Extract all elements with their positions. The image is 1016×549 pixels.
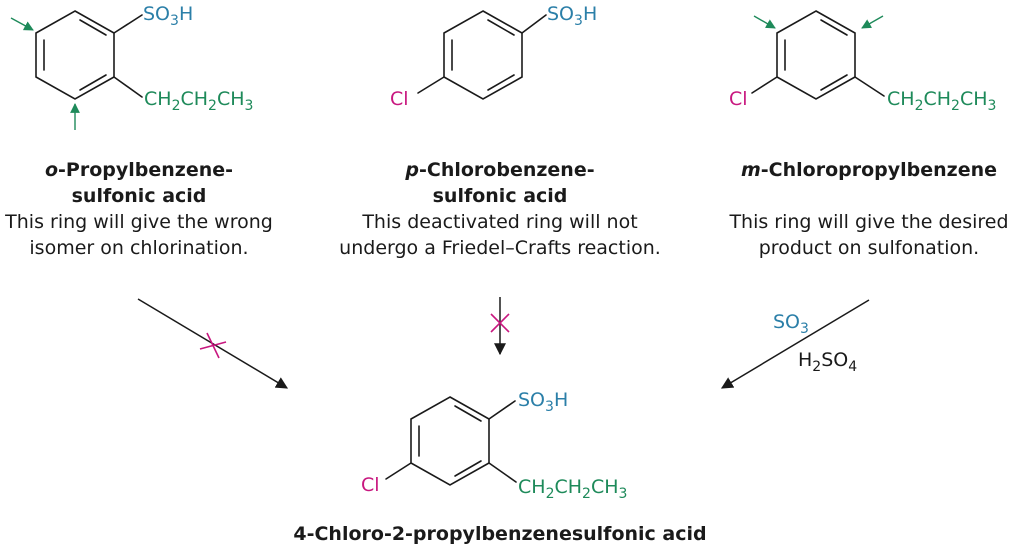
substituent-bond bbox=[488, 400, 516, 420]
chloro-label: Cl bbox=[361, 474, 380, 496]
compound-description: This deactivated ring will not bbox=[362, 211, 638, 233]
compound-name: m-Chloropropylbenzene bbox=[722, 157, 1016, 183]
structure-o-propylbenzenesulfonic-acid: SO3H CH2CH2CH3 bbox=[10, 3, 253, 130]
double-bond bbox=[79, 74, 107, 91]
structure-product: SO3H CH2CH2CH3 Cl bbox=[361, 389, 627, 502]
compound-name-cont: sulfonic acid bbox=[71, 185, 207, 207]
compound-description-cont: undergo a Friedel–Crafts reaction. bbox=[339, 237, 661, 259]
compound-name: o-Propylbenzene- bbox=[0, 157, 278, 183]
substituent-bond bbox=[751, 76, 778, 94]
cross-mark-icon bbox=[199, 332, 227, 359]
propyl-label: CH2CH2CH3 bbox=[887, 88, 996, 114]
sulfonic-acid-label: SO3H bbox=[143, 3, 193, 29]
substituent-bond bbox=[113, 76, 143, 98]
compound-caption-2: p-Chlorobenzene- sulfonic acid This deac… bbox=[324, 157, 676, 261]
chloro-label: Cl bbox=[729, 88, 748, 110]
attack-arrow-icon bbox=[861, 15, 884, 29]
double-bond bbox=[820, 19, 848, 36]
double-bond bbox=[454, 460, 482, 477]
compound-name: p-Chlorobenzene- bbox=[324, 157, 676, 183]
propyl-label: CH2CH2CH3 bbox=[518, 476, 627, 502]
benzene-ring bbox=[776, 10, 856, 100]
reaction-arrows: SO3 H2SO4 bbox=[137, 297, 870, 389]
substituent-bond bbox=[417, 76, 445, 94]
chloro-label: Cl bbox=[390, 88, 409, 110]
structure-p-chlorobenzenesulfonic-acid: SO3H Cl bbox=[390, 3, 597, 110]
locant-prefix: o bbox=[44, 159, 59, 181]
double-bond bbox=[820, 74, 848, 91]
structure-m-chloropropylbenzene: Cl CH2CH2CH3 bbox=[729, 10, 996, 114]
sulfonic-acid-label: SO3H bbox=[547, 3, 597, 29]
attack-arrow-icon bbox=[10, 17, 34, 31]
locant-prefix: m bbox=[740, 159, 761, 181]
benzene-ring bbox=[443, 10, 523, 100]
substituent-bond bbox=[854, 76, 885, 97]
compound-caption-1: o-Propylbenzene- sulfonic acid This ring… bbox=[0, 157, 278, 261]
double-bond bbox=[79, 19, 107, 36]
compound-description: This ring will give the desired bbox=[729, 211, 1009, 233]
substituent-bond bbox=[113, 14, 143, 34]
benzene-ring bbox=[410, 396, 490, 486]
sulfonation-arrow bbox=[720, 299, 870, 389]
cross-mark-icon bbox=[490, 313, 510, 333]
reagent-so3: SO3 bbox=[773, 311, 809, 337]
compound-caption-3: m-Chloropropylbenzene This ring will giv… bbox=[722, 157, 1016, 261]
locant-prefix: p bbox=[405, 159, 419, 181]
substituent-bond bbox=[488, 462, 517, 483]
propyl-label: CH2CH2CH3 bbox=[144, 88, 253, 114]
double-bond bbox=[487, 19, 515, 36]
substituent-bond bbox=[385, 462, 412, 480]
double-bond bbox=[487, 74, 515, 91]
sulfonic-acid-label: SO3H bbox=[518, 389, 568, 415]
benzene-ring bbox=[35, 10, 115, 100]
name-text: -Propylbenzene- bbox=[58, 159, 234, 181]
compound-name-cont: sulfonic acid bbox=[432, 185, 568, 207]
substituent-bond bbox=[521, 14, 547, 34]
name-text: -Chloropropylbenzene bbox=[760, 159, 998, 181]
compound-description-cont: product on sulfonation. bbox=[758, 237, 980, 259]
reagent-h2so4: H2SO4 bbox=[798, 349, 857, 375]
compound-description: This ring will give the wrong bbox=[5, 211, 273, 233]
attack-arrow-icon bbox=[753, 15, 776, 29]
compound-description-cont: isomer on chlorination. bbox=[29, 237, 249, 259]
product-name: 4-Chloro-2-propylbenzenesulfonic acid bbox=[293, 523, 707, 545]
double-bond bbox=[454, 405, 482, 422]
name-text: -Chlorobenzene- bbox=[419, 159, 595, 181]
